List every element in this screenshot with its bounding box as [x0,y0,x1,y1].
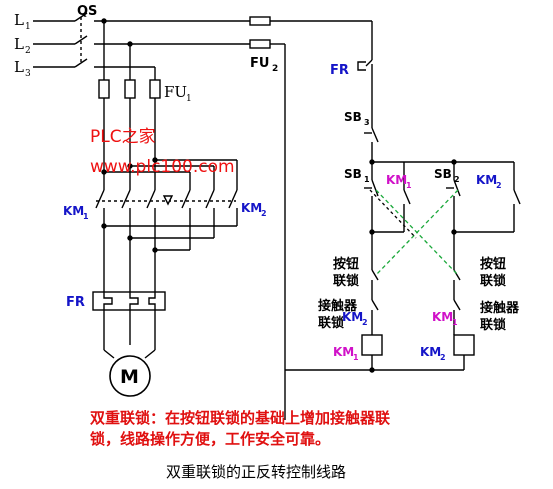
description-line1: 双重联锁：在按钮联锁的基础上增加接触器联 [90,409,391,427]
watermark: PLC之家 www.plc100.com [90,127,235,177]
label-button-interlock-left-1: 按钮 [333,256,359,272]
label-sb2: SB [434,167,452,181]
label-sb3-sub: 3 [364,118,370,127]
label-km1-coil: KM [333,345,354,359]
supply-wires [33,20,250,68]
main-contacts [95,189,238,292]
label-km2-hold-sub: 2 [496,181,502,190]
label-contactor-interlock-left-2: 联锁 [318,315,344,331]
control-wires [249,16,521,420]
label-l2: L [14,35,24,53]
label-contactor-interlock-right-2: 联锁 [480,317,506,333]
fu1-fuses [98,79,161,99]
interlock-dashes [369,189,459,276]
label-sb2-sub: 2 [454,175,460,184]
label-fu2: FU [250,56,269,71]
label-km2-coil-sub: 2 [440,353,446,362]
label-km1-hold-sub: 1 [406,181,412,190]
label-km2-interlock-sub: 2 [362,318,368,327]
label-km2-main: KM [241,201,262,215]
label-fr-main: FR [66,295,85,310]
label-fu1: FU [164,83,187,101]
label-km2-hold: KM [476,173,497,187]
label-l1: L [14,11,24,29]
qs-switch: QS [74,4,97,68]
watermark-line1: PLC之家 [90,127,156,147]
fr-thermal-relay [92,291,166,359]
label-l3: L [14,58,24,76]
label-motor: M [120,366,139,388]
label-km1-main: KM [63,204,84,218]
label-button-interlock-left-2: 联锁 [333,273,359,289]
label-km1-main-sub: 1 [83,212,89,221]
label-km1-interlock-sub: 1 [452,318,458,327]
phase-drops [94,18,156,80]
label-contactor-interlock-right-1: 接触器 [480,300,520,316]
watermark-line2: www.plc100.com [90,157,235,177]
label-fu2-sub: 2 [272,64,278,74]
label-l1-sub: 1 [25,22,31,32]
label-l3-sub: 3 [25,69,31,79]
label-sb3: SB [344,110,362,124]
label-km2-main-sub: 2 [261,209,267,218]
label-km2-coil: KM [420,345,441,359]
label-km1-coil-sub: 1 [353,353,359,362]
label-fu1-sub: 1 [186,94,192,104]
label-button-interlock-right-2: 联锁 [480,273,506,289]
label-sb1-sub: 1 [364,175,370,184]
label-qs: QS [77,4,97,19]
label-km1-interlock: KM [432,310,453,324]
caption: 双重联锁的正反转控制线路 [166,463,346,481]
label-sb1: SB [344,167,362,181]
supply-labels: L 1 L 2 L 3 [14,11,31,79]
label-km2-interlock: KM [342,310,363,324]
label-km1-hold: KM [386,173,407,187]
label-button-interlock-right-1: 按钮 [480,256,506,272]
label-l2-sub: 2 [25,46,31,56]
description: 双重联锁：在按钮联锁的基础上增加接触器联 锁，线路操作方便，工作安全可靠。 [90,409,391,448]
control-labels: FU 2 FR SB 3 SB 1 KM 1 SB 2 KM 2 按钮 联锁 按… [250,56,520,362]
main-bus [101,98,238,190]
motor: M [109,355,151,397]
description-line2: 锁，线路操作方便，工作安全可靠。 [90,430,330,448]
label-fr-ctrl: FR [330,63,349,78]
label-contactor-interlock-left-1: 接触器 [318,298,358,314]
